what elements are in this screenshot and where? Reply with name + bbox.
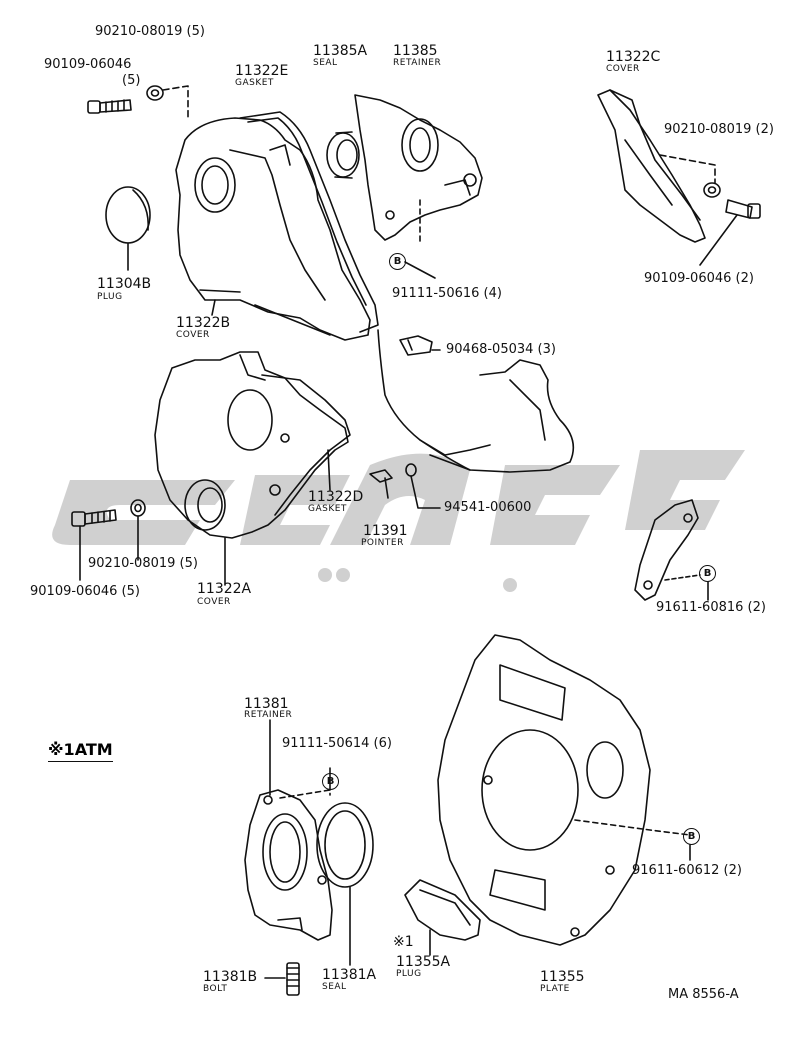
label-91111-50614: 91111-50614 (6)	[282, 736, 392, 751]
label-90109-right: 90109-06046 (2)	[644, 271, 754, 286]
label-11381a-name: SEAL	[322, 982, 347, 992]
label-11322a: 11322A	[197, 581, 252, 597]
label-11304b: 11304B	[97, 276, 152, 292]
plug-11355a-icon	[404, 879, 481, 941]
bolt-90109-right-icon	[725, 199, 761, 219]
bracket-91611-60816-icon	[634, 499, 699, 601]
diagram-code: MA 8556-A	[668, 987, 739, 1002]
label-11322b: 11322B	[176, 315, 231, 331]
bolt-90109-left-icon	[71, 509, 117, 527]
plug-11304b-icon	[105, 186, 151, 244]
label-11355: 11355	[540, 969, 585, 985]
label-11385a-name: SEAL	[313, 58, 338, 68]
gasket-11322e-icon	[239, 111, 379, 333]
label-11385: 11385	[393, 43, 438, 59]
pointer-11391-icon	[369, 469, 393, 499]
label-11381: 11381	[244, 696, 289, 712]
bolt-marker-b-4: B	[683, 828, 700, 845]
label-11322c: 11322C	[606, 49, 661, 65]
bolt-marker-b-2: B	[699, 565, 716, 582]
plate-11355-icon	[437, 634, 651, 946]
label-11355a-name: PLUG	[396, 969, 422, 979]
label-11381b-name: BOLT	[203, 984, 228, 994]
engine-block-icon	[377, 329, 575, 473]
label-11385a: 11385A	[313, 43, 368, 59]
cover-11322a-icon	[154, 351, 349, 539]
label-11381a: 11381A	[322, 967, 377, 983]
label-91611-60816: 91611-60816 (2)	[656, 600, 766, 615]
bolt-marker-b-3: B	[322, 773, 339, 790]
seal-11381a-icon	[316, 802, 374, 888]
washer-90210-top-icon	[146, 85, 164, 101]
label-11391: 11391	[363, 523, 408, 539]
label-11322b-name: COVER	[176, 330, 210, 340]
label-90109-top-qty: (5)	[122, 73, 141, 88]
plate-note: ※1	[393, 934, 414, 950]
washer-90210-right-icon	[703, 182, 721, 198]
label-90109-left: 90109-06046 (5)	[30, 584, 140, 599]
bolt-marker-b-1: B	[389, 253, 406, 270]
label-91111-50616: 91111-50616 (4)	[392, 286, 502, 301]
label-11381b: 11381B	[203, 969, 258, 985]
bolt-90109-top-icon	[87, 99, 132, 114]
label-11355a: 11355A	[396, 954, 451, 970]
label-90109-top: 90109-06046	[44, 57, 132, 72]
label-90210-left: 90210-08019 (5)	[88, 556, 198, 571]
label-11381-name: RETAINER	[244, 710, 293, 720]
label-90210-top: 90210-08019 (5)	[95, 24, 205, 39]
label-11304b-name: PLUG	[97, 292, 123, 302]
atm-note: ※1ATM	[48, 740, 113, 762]
label-91611-60612: 91611-60612 (2)	[632, 863, 742, 878]
gasket-11322d-icon	[261, 374, 351, 516]
label-11322a-name: COVER	[197, 597, 231, 607]
retainer-11385-icon	[354, 94, 483, 241]
label-11322e: 11322E	[235, 63, 289, 79]
label-11355-name: PLATE	[540, 984, 570, 994]
label-90468: 90468-05034 (3)	[446, 342, 556, 357]
clip-90468-icon	[399, 335, 433, 356]
label-11322d: 11322D	[308, 489, 364, 505]
retainer-11381-icon	[244, 789, 333, 941]
label-90210-right: 90210-08019 (2)	[664, 122, 774, 137]
cover-11322c-icon	[597, 89, 706, 243]
bolt-11381b-icon	[286, 962, 300, 996]
label-11391-name: POINTER	[361, 538, 404, 548]
label-11322d-name: GASKET	[308, 504, 347, 514]
label-11385-name: RETAINER	[393, 58, 442, 68]
label-11322e-name: GASKET	[235, 78, 274, 88]
watermark-logo	[52, 450, 745, 592]
seal-11385a-icon	[326, 131, 360, 179]
label-94541: 94541-00600	[444, 500, 532, 515]
label-11322c-name: COVER	[606, 64, 640, 74]
